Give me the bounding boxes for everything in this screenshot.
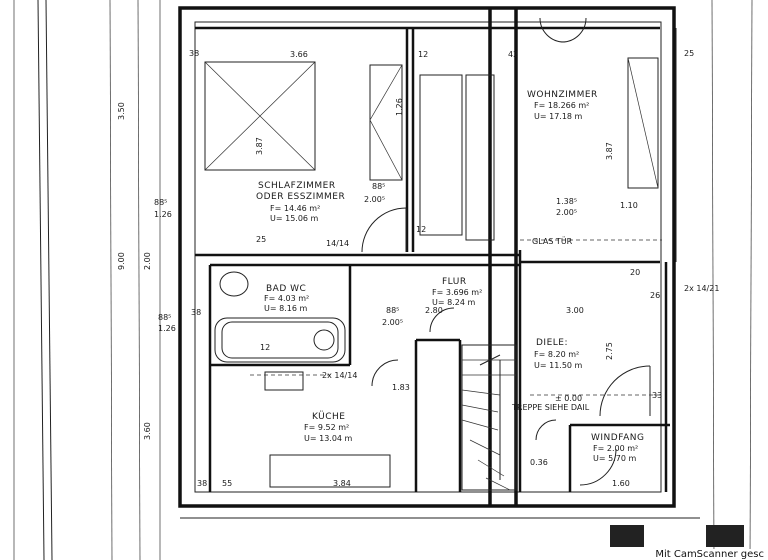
- margin-lines: [13, 0, 753, 560]
- room-name: SCHLAFZIMMER: [258, 181, 336, 191]
- room-kueche: KÜCHE F= 9.52 m² U= 13.04 m: [304, 411, 353, 443]
- stair-label: TREPPE SIEHE DAIL: [511, 403, 590, 412]
- dim-label: 2.00⁵: [364, 195, 385, 204]
- room-name: BAD WC: [266, 284, 306, 294]
- room-windfang: WINDFANG F= 2.00 m² U= 5.70 m: [591, 433, 644, 463]
- hatch-blocks: [180, 517, 744, 547]
- level-label: ± 0.00: [555, 394, 582, 403]
- dim-label: 20: [630, 268, 640, 277]
- dim-label: 2.00⁵: [382, 318, 403, 327]
- outer-walls: [178, 6, 676, 508]
- dim-label: 2.00⁵: [556, 208, 577, 217]
- dim-label: 25: [256, 235, 266, 244]
- dim-label: 88⁵: [154, 198, 167, 207]
- dim-label: 3.66: [290, 50, 308, 59]
- room-wohnzimmer: WOHNZIMMER F= 18.266 m² U= 17.18 m: [527, 90, 598, 121]
- room-perimeter: U= 8.16 m: [264, 304, 307, 313]
- dim-label: 26: [650, 291, 660, 300]
- staircase: [461, 344, 517, 491]
- room-name: WOHNZIMMER: [527, 90, 598, 100]
- annotations: GLAS TÜR TREPPE SIEHE DAIL ± 0.00 2x 14/…: [322, 236, 719, 412]
- dim-label: 12: [418, 50, 428, 59]
- dim-label: 1.60: [612, 479, 630, 488]
- dim-label: 88⁵: [386, 306, 399, 315]
- room-schlafzimmer: SCHLAFZIMMER ODER ESSZIMMER F= 14.46 m² …: [256, 181, 345, 223]
- dimension-labels: 3.66 12 42 25 38 88⁵ 2.00⁵ 88⁵ 1.26 88⁵ …: [117, 49, 694, 488]
- dim-label: 3.87: [255, 137, 264, 155]
- dim-label: 2.80: [425, 306, 443, 315]
- room-perimeter: U= 17.18 m: [534, 112, 583, 121]
- interior-walls: [195, 26, 677, 492]
- room-area: F= 18.266 m²: [534, 101, 589, 110]
- doors: [361, 17, 651, 486]
- dim-label: 3.50: [117, 102, 126, 120]
- room-perimeter: U= 11.50 m: [534, 361, 583, 370]
- dim-label: 3.00: [566, 306, 584, 315]
- room-diele: DIELE: F= 8.20 m² U= 11.50 m: [534, 338, 583, 370]
- room-area: F= 14.46 m²: [270, 204, 320, 213]
- scanner-watermark: Mit CamScanner gesc: [653, 549, 766, 560]
- dim-label: 3.84: [333, 479, 351, 488]
- room-bad-wc: BAD WC F= 4.03 m² U= 8.16 m: [264, 284, 309, 313]
- glass-door-label: GLAS TÜR: [532, 236, 573, 246]
- room-area: F= 8.20 m²: [534, 350, 579, 359]
- dim-label: 1.10: [620, 201, 638, 210]
- dim-label: 88⁵: [372, 182, 385, 191]
- room-name-2: ODER ESSZIMMER: [256, 192, 345, 202]
- dim-label: 3.87: [605, 142, 614, 160]
- dim-label: 12: [416, 225, 426, 234]
- dim-label: 33: [652, 391, 662, 400]
- dim-label: 55: [222, 479, 232, 488]
- dim-label: 38: [191, 308, 201, 317]
- room-flur: FLUR F= 3.696 m² U= 8.24 m: [432, 277, 482, 307]
- dim-label: 0.36: [530, 458, 548, 467]
- dim-label: 38: [197, 479, 207, 488]
- room-name: WINDFANG: [591, 433, 644, 443]
- room-area: F= 9.52 m²: [304, 423, 349, 432]
- room-perimeter: U= 15.06 m: [270, 214, 319, 223]
- dim-label: 2.75: [605, 342, 614, 360]
- dim-label: 3.60: [143, 422, 152, 440]
- dashed-lines: [250, 239, 662, 396]
- room-perimeter: U= 13.04 m: [304, 434, 353, 443]
- dim-label: 38: [189, 49, 199, 58]
- dim-label: 1.26: [154, 210, 172, 219]
- room-perimeter: U= 8.24 m: [432, 298, 475, 307]
- dim-label: 1.26: [158, 324, 176, 333]
- room-area: F= 4.03 m²: [264, 294, 309, 303]
- dim-label: 1.83: [392, 383, 410, 392]
- dim-label: 25: [684, 49, 694, 58]
- room-area: F= 2.00 m²: [593, 444, 638, 453]
- wall-ref-label-2: 2x 14/14: [322, 371, 357, 380]
- wall-ref-label: 2x 14/21: [684, 284, 719, 293]
- dim-label: 1.38⁵: [556, 197, 577, 206]
- room-name: KÜCHE: [312, 411, 346, 422]
- dim-label: 2.00: [143, 252, 152, 270]
- wall-ref-label-3: 14/14: [326, 239, 349, 248]
- dim-label: 42: [508, 50, 518, 59]
- dim-label: 12: [260, 343, 270, 352]
- fixtures: [204, 57, 659, 488]
- dim-label: 9.00: [117, 252, 126, 270]
- room-perimeter: U= 5.70 m: [593, 454, 636, 463]
- dim-label: 88⁵: [158, 313, 171, 322]
- room-name: DIELE:: [536, 338, 568, 348]
- room-area: F= 3.696 m²: [432, 288, 482, 297]
- dim-label: 1.26: [395, 98, 404, 116]
- room-name: FLUR: [442, 277, 467, 287]
